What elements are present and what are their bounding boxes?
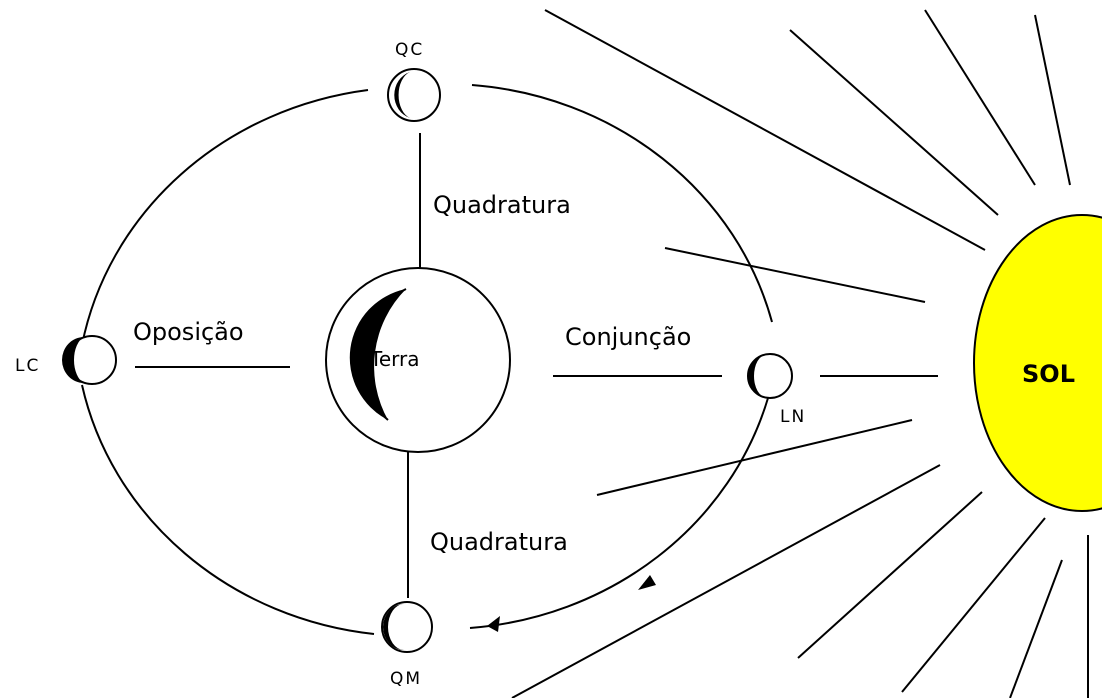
- label-conjuncao: Conjunção: [565, 323, 691, 351]
- sun: SOL: [973, 214, 1102, 512]
- moon-orbit: [81, 84, 773, 635]
- label-qm: QM: [390, 669, 422, 689]
- earth: Terra: [325, 267, 511, 453]
- moon-ln: LN: [747, 353, 806, 427]
- sun-label: SOL: [1022, 360, 1075, 388]
- earth-label: Terra: [369, 347, 419, 371]
- label-quadratura-bottom: Quadratura: [430, 528, 568, 556]
- moon-qc: QC: [387, 40, 441, 122]
- label-lc: LC: [15, 356, 40, 376]
- label-oposicao: Oposição: [133, 318, 244, 346]
- moon-qm: QM: [381, 601, 433, 689]
- label-ln: LN: [780, 407, 806, 427]
- connection-lines: [135, 133, 722, 598]
- label-qc: QC: [395, 40, 424, 60]
- label-quadratura-top: Quadratura: [433, 191, 571, 219]
- sun-rays: [511, 9, 1089, 698]
- moon-lc: LC: [15, 335, 117, 385]
